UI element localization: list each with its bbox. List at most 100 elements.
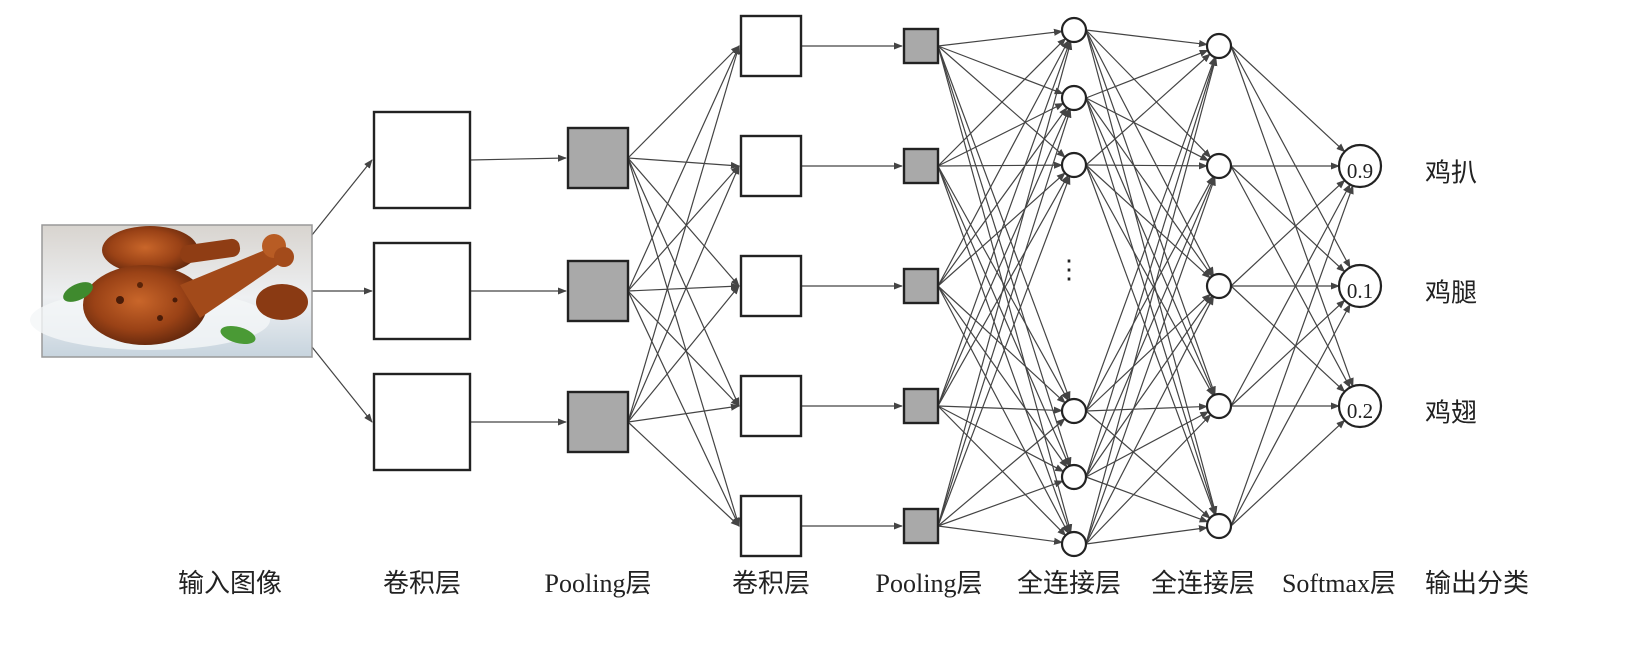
edge-fc1-fc2 xyxy=(1085,49,1209,99)
output-prob-2: 0.1 xyxy=(1347,279,1373,303)
edge-fc2-softmax xyxy=(1230,45,1351,269)
edge-pool2-fc1 xyxy=(937,405,1065,472)
edge-pool2-fc1 xyxy=(937,285,1069,535)
edge-pool1-conv2 xyxy=(627,165,740,423)
edge-fc1-fc2 xyxy=(1085,175,1214,412)
edge-fc2-softmax xyxy=(1230,45,1346,153)
edge-pool2-fc1 xyxy=(937,165,1069,402)
pool2-feature-map xyxy=(902,27,940,65)
layer-nodes xyxy=(372,14,1383,558)
conv1-feature-map xyxy=(372,372,472,472)
conv2-feature-map xyxy=(739,14,803,78)
edge-fc1-fc2 xyxy=(1085,403,1208,412)
edge-pool2-fc1 xyxy=(937,40,1073,527)
fc2-neuron xyxy=(1205,392,1233,420)
edge-fc1-fc2 xyxy=(1085,97,1217,516)
softmax-output-neuron xyxy=(1337,143,1383,189)
caption-conv2: 卷积层 xyxy=(732,569,810,599)
conv2-feature-map xyxy=(739,134,803,198)
edge-pool2-fc1 xyxy=(937,165,1070,467)
edge-pool2-fc1 xyxy=(937,418,1066,527)
edge-fc1-fc2 xyxy=(1085,56,1218,545)
edge-pool1-conv2 xyxy=(627,403,740,423)
caption-output: 输出分类 xyxy=(1425,569,1529,599)
caption-pool2: Pooling层 xyxy=(876,569,983,598)
edge-fc1-fc2 xyxy=(1085,293,1211,412)
edge-pool2-fc1 xyxy=(937,45,1064,95)
edge-pool1-conv2 xyxy=(627,157,741,527)
edge-pool1-conv2 xyxy=(627,290,740,407)
fc2-neuron xyxy=(1205,32,1233,60)
edge-fc1-fc2 xyxy=(1085,97,1215,396)
edge-pool2-fc1 xyxy=(937,405,1067,537)
edge-fc1-fc2 xyxy=(1085,162,1208,170)
edge-fc1-fc2 xyxy=(1085,176,1216,545)
edge-pool1-conv2 xyxy=(627,157,740,407)
hidden-nodes-ellipsis: ⋮ xyxy=(1056,255,1082,284)
fc1-neuron xyxy=(1060,151,1088,179)
fc1-neuron xyxy=(1060,530,1088,558)
edge-pool2-fc1 xyxy=(937,175,1071,527)
edge-pool2-fc1 xyxy=(937,106,1068,287)
edge-fc1-fc2 xyxy=(1085,29,1215,277)
pool2-feature-map xyxy=(902,267,940,305)
edge-fc1-fc2 xyxy=(1085,164,1214,397)
edge-pool1-conv2 xyxy=(627,45,740,292)
edge-fc1-fc2 xyxy=(1085,97,1213,277)
edge-fc1-fc2 xyxy=(1085,97,1210,162)
fc2-neuron xyxy=(1205,152,1233,180)
edge-fc1-fc2 xyxy=(1085,29,1218,516)
output-class-3: 鸡翅 xyxy=(1425,399,1477,429)
edge-fc1-fc2 xyxy=(1085,29,1216,396)
conv2-feature-map xyxy=(739,374,803,438)
edge-pool1-conv2 xyxy=(627,421,740,527)
edge-fc2-softmax xyxy=(1230,303,1351,527)
output-class-1: 鸡扒 xyxy=(1425,159,1477,189)
fc1-neuron xyxy=(1060,397,1088,425)
edge-pool2-fc1 xyxy=(937,108,1070,407)
conv1-feature-map xyxy=(372,110,472,210)
edge-pool2-fc1 xyxy=(937,525,1063,545)
edge-pool1-conv2 xyxy=(627,45,740,159)
edge-pool2-fc1 xyxy=(937,285,1068,468)
edge-pool1-conv2 xyxy=(627,157,740,170)
edge-fc1-fc2 xyxy=(1085,56,1216,412)
edge-pool1-conv2 xyxy=(627,165,740,292)
pool2-feature-map xyxy=(902,507,940,545)
fc2-neuron xyxy=(1205,512,1233,540)
edge-fc2-softmax xyxy=(1230,165,1346,273)
edge-pool2-fc1 xyxy=(937,405,1063,414)
fc1-neuron xyxy=(1060,463,1088,491)
pool1-feature-map xyxy=(566,259,630,323)
edge-fc2-softmax xyxy=(1230,184,1354,527)
input-image-chicken-drumstick xyxy=(30,224,313,358)
fc2-neuron xyxy=(1205,272,1233,300)
edge-fc1-fc2 xyxy=(1085,476,1209,523)
softmax-output-neuron xyxy=(1337,263,1383,309)
output-class-2: 鸡腿 xyxy=(1425,279,1477,309)
edge-fc2-softmax xyxy=(1230,45,1354,388)
edge-fc1-fc2 xyxy=(1085,164,1211,279)
edge-fc1-fc2 xyxy=(1085,53,1211,166)
edge-fc1-fc2 xyxy=(1085,295,1213,478)
edge-pool2-fc1 xyxy=(937,161,1063,169)
edge-fc2-softmax xyxy=(1230,285,1346,393)
pool2-feature-map xyxy=(902,387,940,425)
fc1-neuron xyxy=(1060,84,1088,112)
edge-fc1-fc2 xyxy=(1085,29,1212,159)
edge-fc1-fc2 xyxy=(1085,29,1208,48)
edge-pool1-conv2 xyxy=(627,282,740,292)
output-prob-1: 0.9 xyxy=(1347,159,1373,183)
edge-fc1-fc2 xyxy=(1085,56,1217,478)
conv2-feature-map xyxy=(739,254,803,318)
caption-pool1: Pooling层 xyxy=(545,569,652,598)
edge-pool1-conv2 xyxy=(627,45,741,423)
pool1-feature-map xyxy=(566,390,630,454)
edge-fc2-softmax xyxy=(1230,299,1346,407)
edge-pool2-fc1 xyxy=(937,285,1066,404)
edge-fc2-softmax xyxy=(1230,419,1346,527)
edge-pool2-fc1 xyxy=(937,108,1072,527)
edge-pool2-fc1 xyxy=(937,102,1065,167)
conv2-feature-map xyxy=(739,494,803,558)
